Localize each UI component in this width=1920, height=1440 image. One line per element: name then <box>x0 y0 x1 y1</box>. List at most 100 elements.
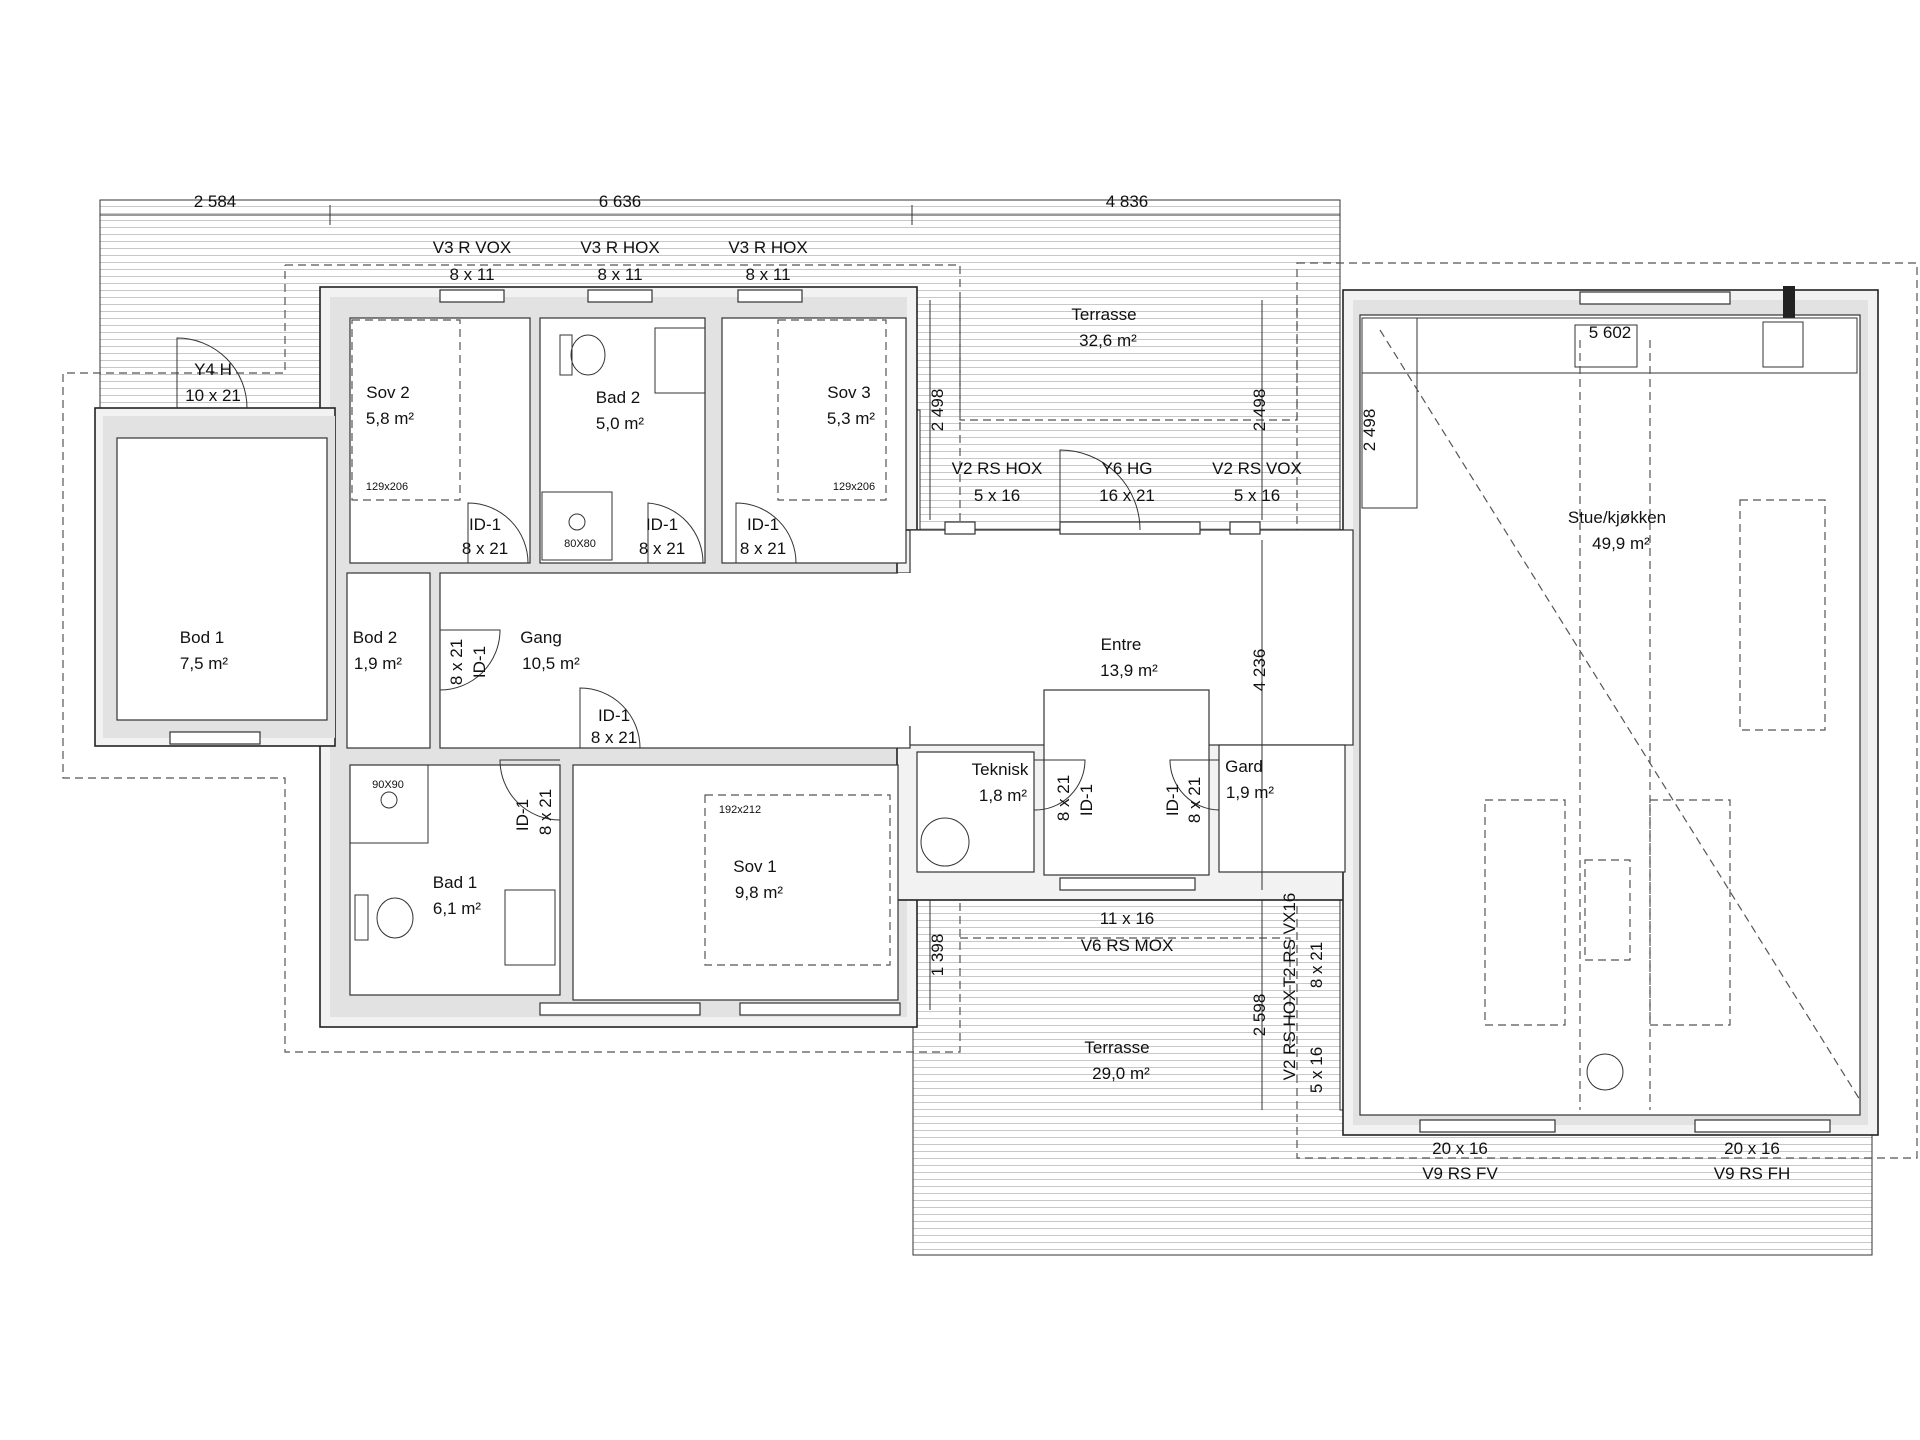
room-sov1 <box>572 764 899 1001</box>
y6-type: Y6 HG <box>1101 459 1152 478</box>
gang-area: 10,5 m² <box>522 654 580 673</box>
sov1-name: Sov 1 <box>733 857 776 876</box>
sofa-left <box>1484 799 1566 1026</box>
door-swing-sov2 <box>467 502 529 564</box>
terrasse-top-name: Terrasse <box>1071 305 1136 324</box>
d-tek-size: 8 x 21 <box>1054 775 1073 821</box>
y6-size: 16 x 21 <box>1099 486 1155 505</box>
kitchen-sink <box>1574 324 1638 368</box>
v2b-type: V2 RS HOX <box>1280 990 1299 1081</box>
fireplace <box>1586 1053 1624 1091</box>
w1-type: V3 R VOX <box>433 238 511 257</box>
room-stue <box>1359 314 1861 1116</box>
sov3-area: 5,3 m² <box>827 409 876 428</box>
sink-bad1 <box>504 889 556 966</box>
v2b-size: 5 x 16 <box>1307 1047 1326 1093</box>
bod1-area: 7,5 m² <box>180 654 229 673</box>
d-tek-type: ID-1 <box>1077 784 1096 816</box>
room-gang <box>439 572 911 749</box>
sov3-name: Sov 3 <box>827 383 870 402</box>
w3-type: V3 R HOX <box>728 238 807 257</box>
door-swing-y6 <box>1059 449 1141 531</box>
d-gang-size: 8 x 21 <box>591 728 637 747</box>
w3-size: 8 x 11 <box>745 265 790 284</box>
terrasse-bottom-name: Terrasse <box>1084 1038 1149 1057</box>
shower-bad2 <box>541 491 613 561</box>
dim-kitchen-depth-text: 2 498 <box>1360 409 1379 452</box>
dining-table <box>1739 499 1826 731</box>
d-bad2-type: ID-1 <box>646 515 678 534</box>
sink-bad2 <box>654 327 706 394</box>
v9l-type: V9 RS FV <box>1422 1164 1498 1183</box>
window-v3-3 <box>737 289 803 303</box>
d-gang-type: ID-1 <box>598 706 630 725</box>
room-sov3 <box>721 317 907 564</box>
v9r-size: 20 x 16 <box>1724 1139 1780 1158</box>
d-sov3-type: ID-1 <box>747 515 779 534</box>
sov2-name: Sov 2 <box>366 383 409 402</box>
dim-top-3: 4 836 <box>1106 192 1149 211</box>
dim-kitchen-width-text: 5 602 <box>1589 323 1632 342</box>
room-entre-low <box>1043 689 1210 876</box>
terrasse-top-area: 32,6 m² <box>1079 331 1137 350</box>
window-v2-right <box>1229 521 1261 535</box>
gard-area: 1,9 m² <box>1226 783 1275 802</box>
kitchen-island <box>1361 317 1418 509</box>
stue-area: 49,9 m² <box>1592 534 1650 553</box>
t2-type: T2 RS VX16 <box>1280 893 1299 988</box>
d-sov2-type: ID-1 <box>469 515 501 534</box>
bad1-shower: 90X90 <box>372 779 404 791</box>
y4-type: Y4 H <box>194 360 232 379</box>
v9r-type: V9 RS FH <box>1714 1164 1791 1183</box>
window-v3-1 <box>439 289 505 303</box>
terrace-top-edge <box>959 300 1298 421</box>
gang-name: Gang <box>520 628 562 647</box>
bod2-area: 1,9 m² <box>354 654 403 673</box>
v6-type: V6 RS MOX <box>1081 936 1174 955</box>
bed-sov2 <box>351 319 461 501</box>
d-bod2-size: 8 x 21 <box>447 639 466 685</box>
boiler-teknisk <box>920 817 970 867</box>
window-v6 <box>1059 877 1196 891</box>
room-bad1 <box>349 764 561 996</box>
door-swing-bod2 <box>439 629 501 691</box>
tank-bad1 <box>354 894 369 941</box>
window-v9-left <box>1419 1119 1556 1133</box>
window-kitchen <box>1579 291 1731 305</box>
window-v3-2 <box>587 289 653 303</box>
d-gard-type: ID-1 <box>1163 784 1182 816</box>
window-bad1 <box>539 1002 701 1016</box>
roof-line-right <box>1296 262 1918 1159</box>
bad1-name: Bad 1 <box>433 873 477 892</box>
sov1-area: 9,8 m² <box>735 883 784 902</box>
room-bod2 <box>346 572 431 749</box>
window-v9-right <box>1694 1119 1831 1133</box>
room-gard <box>1218 744 1346 873</box>
terrasse-bottom-area: 29,0 m² <box>1092 1064 1150 1083</box>
room-sov2 <box>349 317 531 564</box>
toilet-bad1 <box>376 897 414 939</box>
sov2-area: 5,8 m² <box>366 409 415 428</box>
room-teknisk <box>916 751 1035 873</box>
window-bod1 <box>169 731 261 745</box>
bad2-area: 5,0 m² <box>596 414 645 433</box>
door-swing-bad1 <box>499 759 561 821</box>
shower-bad1 <box>349 764 429 844</box>
bod1-name: Bod 1 <box>180 628 224 647</box>
v6-size: 11 x 16 <box>1100 909 1155 928</box>
v2l-size: 5 x 16 <box>974 486 1020 505</box>
door-swing-tek <box>1033 759 1086 811</box>
teknisk-area: 1,8 m² <box>979 786 1028 805</box>
d-gard-size: 8 x 21 <box>1185 777 1204 823</box>
dim-top-1: 2 584 <box>194 192 237 211</box>
teknisk-name: Teknisk <box>972 760 1029 779</box>
d-bod2-type: ID-1 <box>470 646 489 678</box>
bed-sov3 <box>777 319 887 501</box>
d-sov3-size: 8 x 21 <box>740 539 786 558</box>
d-bad2-size: 8 x 21 <box>639 539 685 558</box>
stue-name: Stue/kjøkken <box>1568 508 1666 527</box>
dim-lower-terrace-text: 2 598 <box>1250 994 1269 1037</box>
bad2-shower: 80X80 <box>564 538 596 550</box>
window-v2-left <box>944 521 976 535</box>
